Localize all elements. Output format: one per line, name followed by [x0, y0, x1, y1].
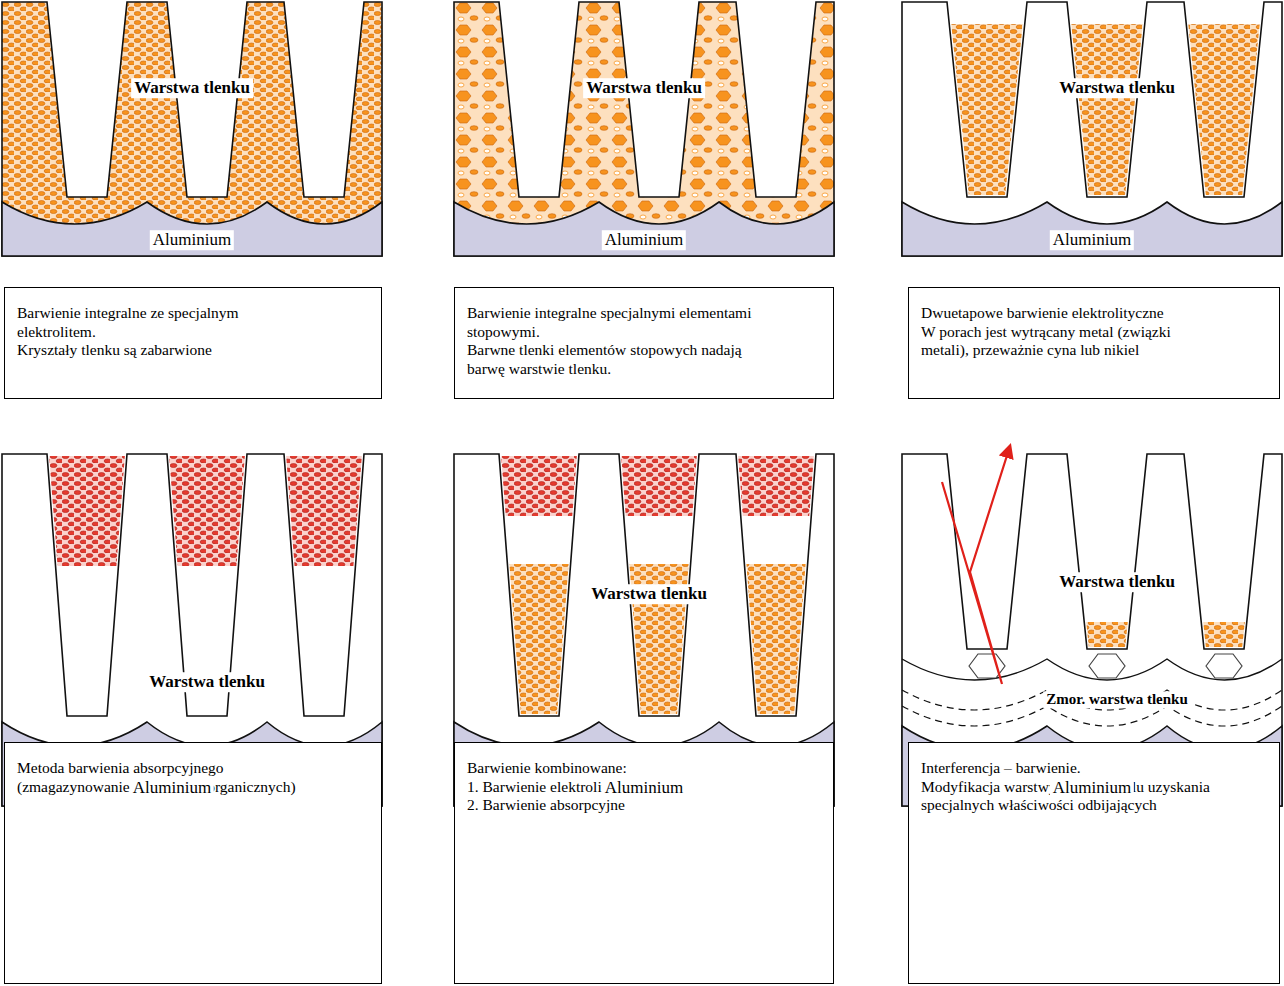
oxide-layer: [902, 2, 1282, 256]
oxide-panel: [902, 2, 1282, 256]
pore-filling: [49, 456, 125, 566]
pore-filling: [951, 24, 1022, 195]
caption-text: Barwienie kombinowane:: [467, 759, 767, 778]
oxide-cell: [1089, 654, 1125, 678]
modified-layer-dash: [902, 690, 1282, 710]
oxide-panel: [2, 2, 382, 256]
caption-text: Barwne tlenki elementów stopowych nadają…: [467, 341, 752, 378]
caption-text: Interferencja – barwienie.: [921, 759, 1221, 778]
layer-label: Warstwa tlenku: [583, 78, 705, 98]
layer-label: Warstwa tlenku: [146, 672, 268, 692]
caption-text: Barwienie integralne ze specjalnym elekt…: [17, 304, 267, 341]
aluminium-base: [902, 202, 1282, 256]
pore-filling: [746, 564, 805, 714]
pore-filling: [1188, 24, 1259, 195]
aluminium-base: [2, 202, 382, 256]
modified-layer-dash: [902, 706, 1282, 726]
light-ray: [942, 446, 1010, 684]
pore-filling: [286, 456, 362, 566]
pore-filling: [509, 564, 568, 714]
caption-box: Dwuetapowe barwienie elektrolityczneW po…: [908, 287, 1280, 399]
pore-filling: [501, 456, 577, 516]
oxide-layer: [454, 2, 834, 256]
part-label: Aluminium: [602, 778, 686, 798]
layer-label: Warstwa tlenku: [131, 78, 253, 98]
caption-text: 2. Barwienie absorpcyjne: [467, 796, 767, 815]
caption-box: Barwienie integralne ze specjalnym elekt…: [4, 287, 382, 399]
pore-filling: [1086, 622, 1128, 647]
layer-label: Zmor. warstwa tlenku: [1043, 691, 1191, 708]
oxide-cell: [1206, 654, 1242, 678]
caption-box: Barwienie integralne specjalnymi element…: [454, 287, 834, 399]
pore-filling: [738, 456, 814, 516]
part-label: Aluminium: [1050, 778, 1134, 798]
caption-text: Dwuetapowe barwienie elektrolityczne: [921, 304, 1221, 323]
layer-label: Warstwa tlenku: [588, 584, 710, 604]
layer-label: Warstwa tlenku: [1056, 572, 1178, 592]
caption-text: W porach jest wytrącany metal (związki m…: [921, 323, 1221, 360]
oxide-panel: [454, 2, 834, 256]
aluminium-base: [454, 202, 834, 256]
part-label: Aluminium: [150, 230, 234, 250]
layer-label: Warstwa tlenku: [1056, 78, 1178, 98]
pore-filling: [1203, 622, 1245, 647]
pore-filling: [169, 456, 245, 566]
part-label: Aluminium: [130, 778, 214, 798]
caption-text: Kryształy tlenku są zabarwione: [17, 341, 267, 360]
pore-filling: [621, 456, 697, 516]
oxide-layer: [2, 2, 382, 256]
part-label: Aluminium: [1050, 230, 1134, 250]
pore-filling: [1071, 24, 1142, 195]
part-label: Aluminium: [602, 230, 686, 250]
caption-text: Barwienie integralne specjalnymi element…: [467, 304, 752, 341]
